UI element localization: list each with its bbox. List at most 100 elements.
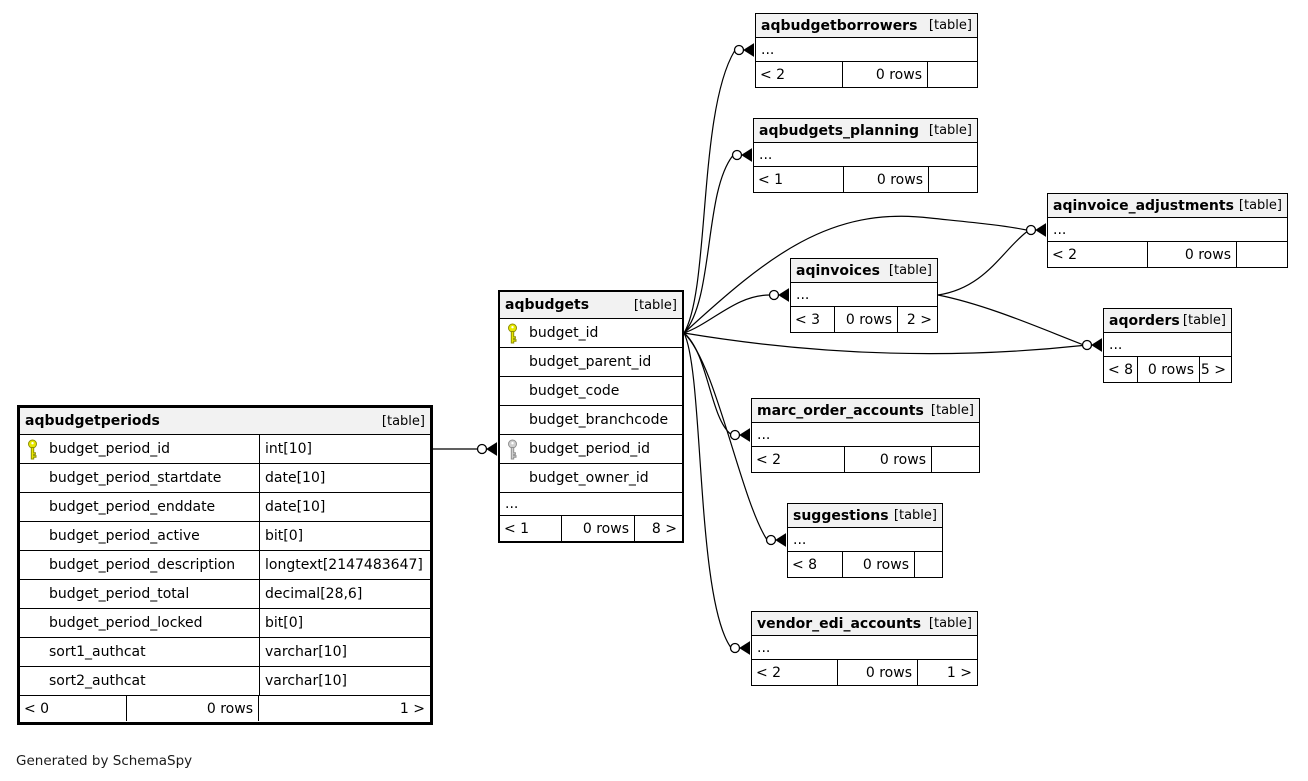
row-count: 0 rows (843, 62, 928, 87)
more-columns-ellipsis: ... (1104, 333, 1231, 357)
table-footer: < 8 0 rows (788, 552, 942, 577)
column-name: budget_branchcode (529, 412, 669, 428)
column-name: budget_period_total (49, 586, 190, 602)
parent-count: < 2 (752, 447, 845, 472)
table-footer: < 1 0 rows 8 > (500, 516, 682, 541)
column-row: budget_period_id int[10] (20, 435, 430, 464)
column-row: budget_period_active bit[0] (20, 522, 430, 551)
edge-aqbudgets-aqinvoices (683, 294, 770, 334)
connector-aqinvoice_adjustments (1025, 223, 1046, 237)
table-aqbudgets_planning: aqbudgets_planning [table] ... < 1 0 row… (753, 118, 978, 193)
more-columns-ellipsis: ... (752, 636, 977, 660)
table-footer: < 3 0 rows 2 > (791, 307, 937, 332)
column-name: budget_parent_id (529, 354, 652, 370)
table-header: aqbudgetperiods [table] (20, 408, 430, 435)
parent-count: < 1 (754, 167, 844, 192)
column-type: longtext[2147483647] (259, 551, 430, 579)
column-type: date[10] (259, 464, 430, 492)
table-name[interactable]: aqorders (1109, 312, 1180, 329)
fk-connectors (476, 43, 1102, 655)
foreign-key-icon (506, 439, 519, 460)
row-count: 0 rows (562, 516, 635, 541)
row-count: 0 rows (835, 307, 898, 332)
parent-count: < 2 (756, 62, 843, 87)
table-footer: < 2 0 rows 1 > (752, 660, 977, 685)
more-columns-ellipsis: ... (756, 38, 977, 62)
connector-aqinvoices (768, 288, 789, 302)
child-count (1237, 242, 1287, 267)
column-name: budget_period_startdate (49, 470, 222, 486)
column-row: budget_period_enddate date[10] (20, 493, 430, 522)
column-name: sort2_authcat (49, 673, 146, 689)
table-type-label: [table] (930, 403, 974, 418)
connector-aqorders (1081, 338, 1102, 352)
table-aqbudgetperiods: aqbudgetperiods [table] budget_period_id… (17, 405, 433, 725)
parent-count: < 1 (500, 516, 562, 541)
table-name[interactable]: aqbudgets (505, 297, 590, 313)
table-type-label: [table] (1182, 313, 1226, 328)
table-name[interactable]: aqbudgetborrowers (761, 17, 918, 34)
table-header: suggestions [table] (788, 504, 942, 528)
table-name[interactable]: aqbudgets_planning (759, 122, 920, 139)
column-name: budget_period_id (49, 441, 171, 457)
child-count (929, 167, 977, 192)
column-type: varchar[10] (259, 638, 430, 666)
column-row: sort1_authcat varchar[10] (20, 638, 430, 667)
table-type-label: [table] (928, 123, 972, 138)
edge-aqinvoices-aqinvoice_adjustments (937, 231, 1027, 296)
connector-aqbudgetborrowers (733, 43, 754, 57)
column-name: budget_period_enddate (49, 499, 216, 515)
table-marc_order_accounts: marc_order_accounts [table] ... < 2 0 ro… (751, 398, 980, 473)
column-name: budget_id (529, 325, 599, 341)
connector-suggestions (765, 533, 786, 547)
table-name[interactable]: aqinvoice_adjustments (1053, 197, 1234, 214)
column-row: budget_period_id (500, 435, 682, 464)
table-name[interactable]: suggestions (793, 507, 889, 524)
connector-aqbudgets_planning (731, 148, 752, 162)
row-count: 0 rows (127, 696, 259, 721)
table-name[interactable]: marc_order_accounts (757, 402, 924, 419)
table-header: marc_order_accounts [table] (752, 399, 979, 423)
column-name: budget_period_active (49, 528, 200, 544)
table-footer: < 0 0 rows 1 > (20, 696, 430, 721)
column-row: budget_period_startdate date[10] (20, 464, 430, 493)
table-footer: < 2 0 rows (752, 447, 979, 472)
column-row: budget_parent_id (500, 348, 682, 377)
column-row: sort2_authcat varchar[10] (20, 667, 430, 696)
table-footer: < 2 0 rows (1048, 242, 1287, 267)
column-type: decimal[28,6] (259, 580, 430, 608)
table-header: vendor_edi_accounts [table] (752, 612, 977, 636)
table-header: aqbudgetborrowers [table] (756, 14, 977, 38)
table-type-label: [table] (381, 413, 425, 429)
parent-count: < 3 (791, 307, 835, 332)
table-name[interactable]: vendor_edi_accounts (757, 615, 922, 632)
row-count: 0 rows (843, 552, 915, 577)
column-row: budget_period_description longtext[21474… (20, 551, 430, 580)
column-row: budget_id (500, 319, 682, 348)
edge-aqinvoices-aqorders (937, 294, 1083, 346)
table-footer: < 2 0 rows (756, 62, 977, 87)
table-type-label: [table] (1238, 198, 1282, 213)
more-columns-ellipsis: ... (1048, 218, 1287, 242)
table-header: aqinvoice_adjustments [table] (1048, 194, 1287, 218)
more-columns-ellipsis: ... (788, 528, 942, 552)
connector-marc_order_accounts (729, 428, 750, 442)
more-columns-ellipsis: ... (752, 423, 979, 447)
child-count (928, 62, 977, 87)
column-row: budget_branchcode (500, 406, 682, 435)
column-type: bit[0] (259, 609, 430, 637)
parent-count: < 2 (752, 660, 838, 685)
more-columns-ellipsis: ... (500, 493, 682, 516)
child-count: 1 > (399, 700, 425, 717)
table-vendor_edi_accounts: vendor_edi_accounts [table] ... < 2 0 ro… (751, 611, 978, 686)
child-count: 8 > (651, 520, 677, 537)
table-type-label: [table] (633, 297, 677, 313)
table-name[interactable]: aqbudgetperiods (25, 413, 160, 429)
connector-vendor_edi_accounts (729, 641, 750, 655)
table-header: aqorders [table] (1104, 309, 1231, 333)
row-count: 0 rows (844, 167, 929, 192)
column-row: budget_period_locked bit[0] (20, 609, 430, 638)
table-name[interactable]: aqinvoices (796, 262, 880, 279)
